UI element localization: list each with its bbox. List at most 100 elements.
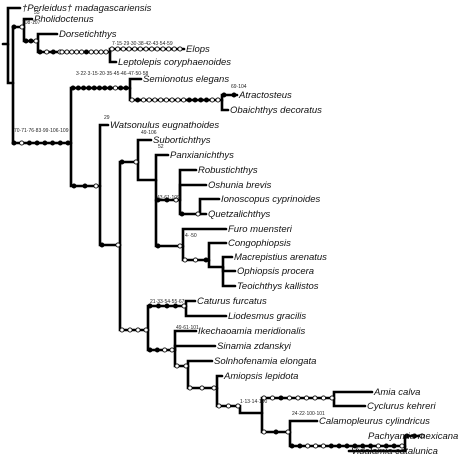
character-state-marker xyxy=(152,97,158,103)
taxon-robustichthys: Robustichthys xyxy=(198,165,258,176)
taxon-furo: Furo muensteri xyxy=(228,224,293,235)
character-state-marker xyxy=(126,46,132,52)
character-state-marker xyxy=(203,257,209,263)
character-state-marker xyxy=(192,97,198,103)
character-state-marker xyxy=(171,46,177,52)
character-state-marker xyxy=(11,140,17,146)
character-state-marker xyxy=(163,97,169,103)
character-state-marker xyxy=(102,85,108,91)
character-state-marker xyxy=(175,97,181,103)
character-state-marker xyxy=(199,385,205,391)
taxon-amia: Amia calva xyxy=(373,387,420,398)
branch-label: 55 xyxy=(34,10,40,16)
character-state-marker xyxy=(160,46,166,52)
taxon-leptolepis: Leptolepis coryphaenoides xyxy=(118,57,231,68)
character-state-marker xyxy=(278,395,284,401)
taxon-congophiopsis: Congophiopsis xyxy=(228,238,291,249)
branch-label: 43·61·109 xyxy=(157,195,180,201)
character-state-marker xyxy=(120,46,126,52)
character-state-marker xyxy=(360,443,366,449)
character-state-marker xyxy=(91,85,97,91)
character-state-marker xyxy=(119,159,125,165)
character-state-marker xyxy=(88,49,94,55)
character-state-marker xyxy=(177,46,183,52)
character-state-marker xyxy=(64,49,70,55)
character-state-marker xyxy=(352,443,358,449)
character-state-marker xyxy=(79,49,85,55)
branch-label: 69·104 xyxy=(231,84,247,90)
character-state-marker xyxy=(112,85,118,91)
branch-label: 4··50 xyxy=(185,233,197,239)
taxon-quetzalichthys: Quetzalichthys xyxy=(208,209,271,220)
character-state-marker xyxy=(320,395,327,401)
character-state-marker xyxy=(81,85,87,91)
character-state-marker xyxy=(137,46,143,52)
branch-label: 70·71·76·83·99·106·109 xyxy=(14,128,69,134)
branch-label: 108·107 xyxy=(22,20,41,26)
character-state-marker xyxy=(177,243,183,249)
character-state-marker xyxy=(285,429,291,435)
character-state-marker xyxy=(181,97,187,103)
character-state-marker xyxy=(169,347,175,353)
branch-label: 29 xyxy=(104,115,110,121)
character-state-marker xyxy=(147,303,153,309)
character-state-marker xyxy=(11,24,17,30)
character-state-marker xyxy=(28,38,34,44)
character-state-marker xyxy=(155,303,162,309)
character-state-marker xyxy=(140,97,147,103)
character-state-marker xyxy=(75,85,81,91)
branch-label: 21·33·54·55·67 xyxy=(150,299,185,305)
character-state-marker xyxy=(107,85,113,91)
character-state-marker xyxy=(209,97,215,103)
character-state-marker xyxy=(183,363,189,369)
character-state-marker xyxy=(182,257,188,263)
taxon-cyclurus: Cyclurus kehreri xyxy=(367,401,437,412)
character-state-marker xyxy=(261,429,267,435)
character-state-marker xyxy=(71,183,77,189)
character-state-marker xyxy=(57,140,63,146)
character-state-marker xyxy=(93,183,99,189)
character-state-marker xyxy=(155,197,161,203)
character-state-marker xyxy=(115,242,121,248)
branch-label: 52 xyxy=(158,144,164,150)
character-state-marker xyxy=(391,443,397,449)
character-state-marker xyxy=(231,92,237,98)
character-state-marker xyxy=(155,243,161,249)
character-state-marker xyxy=(59,49,65,55)
character-state-marker xyxy=(115,46,121,52)
taxon-amiopsis: Amiopsis lepidota xyxy=(223,371,298,382)
taxon-semionotus: Semionotus elegans xyxy=(143,74,229,85)
character-state-marker xyxy=(135,327,141,333)
taxon-ophiopsis: Ophiopsis procera xyxy=(237,266,314,277)
character-state-marker xyxy=(135,97,141,103)
character-state-marker xyxy=(162,347,168,353)
taxon-watsonulus: Watsonulus eugnathoides xyxy=(110,120,219,131)
character-state-marker xyxy=(383,443,389,449)
character-state-marker xyxy=(147,347,153,353)
taxon-elops: Elops xyxy=(186,44,210,55)
character-state-marker xyxy=(297,443,303,449)
character-state-marker xyxy=(37,49,43,55)
character-state-markers xyxy=(11,24,425,449)
character-state-marker xyxy=(269,395,276,401)
character-state-marker xyxy=(399,443,405,449)
character-state-marker xyxy=(42,140,48,146)
taxon-labels: †Perleidus† madagascariensis Pholidocten… xyxy=(22,3,458,457)
taxon-solnhofenamia: Solnhofenamia elongata xyxy=(214,356,316,367)
taxon-dorsetichthys: Dorsetichthys xyxy=(59,29,117,40)
taxon-teoichthys: Teoichthys kallistos xyxy=(237,281,319,292)
character-state-marker xyxy=(123,85,129,91)
character-state-marker xyxy=(328,443,334,449)
character-state-marker xyxy=(82,183,88,189)
character-state-marker xyxy=(411,433,418,439)
character-state-marker xyxy=(127,327,133,333)
character-state-marker xyxy=(83,49,89,55)
character-state-marker xyxy=(109,46,115,52)
character-state-marker xyxy=(172,303,179,309)
taxon-pholidoctenus: Pholidoctenus xyxy=(34,14,94,25)
character-state-marker xyxy=(198,97,204,103)
character-state-marker xyxy=(368,443,374,449)
character-state-marker xyxy=(181,303,187,309)
character-state-marker xyxy=(313,443,319,449)
taxon-atractosteus: Atractosteus xyxy=(238,90,292,101)
